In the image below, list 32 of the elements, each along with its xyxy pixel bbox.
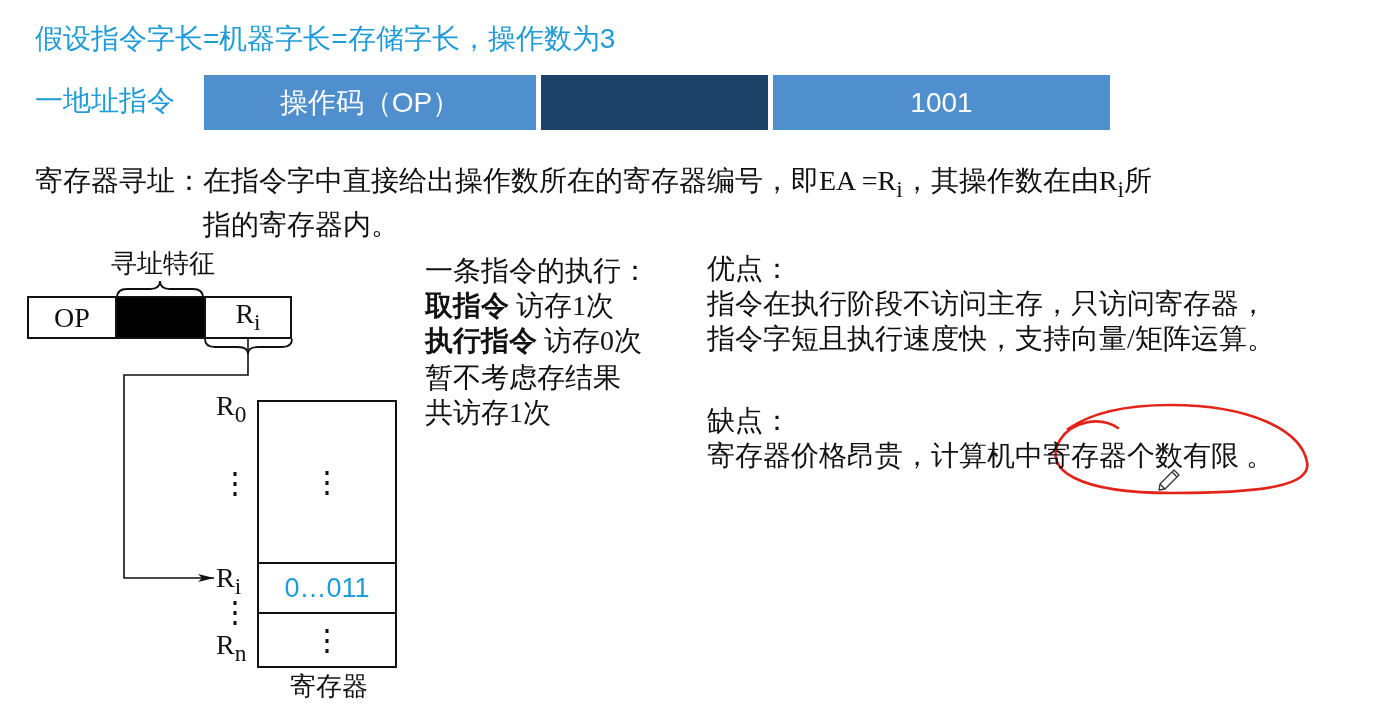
opcode-field <box>204 75 536 130</box>
list-item: 取指令 访存1次 <box>425 289 614 323</box>
list-item: 共访存1次 <box>425 396 551 430</box>
list-item: 暂不考虑存结果 <box>425 361 621 395</box>
register-value: 0…011 <box>284 572 370 605</box>
field-label: 操作码（OP） <box>279 85 461 120</box>
row-label: 一地址指令 <box>35 84 175 118</box>
section-heading: 优点： <box>707 252 791 286</box>
field-label: R$_{i}$ <box>235 296 261 337</box>
vertical-ellipsis: ⋮ <box>220 597 250 627</box>
register-file-caption: 寄存器 <box>289 671 369 703</box>
address-field <box>773 75 1110 130</box>
address-field <box>541 75 768 130</box>
body-text: 指令在执行阶段不访问主存，只访问寄存器，指令字短且执行速度快，支持向量/矩阵运算。 <box>707 287 1276 356</box>
list-item: 执行指令 访存0次 <box>425 324 642 358</box>
definition-text: 寄存器寻址：在指令字中直接给出操作数所在的寄存器编号，即EA =R$_{i}$，其操作数在由R$_{i}$所指的寄存器内。 <box>35 164 1153 242</box>
field-label: 1001 <box>910 85 973 120</box>
list-heading: 一条指令的执行： <box>425 254 649 288</box>
register-label: R$_{0}$ <box>216 390 247 429</box>
field-label: OP <box>54 300 90 335</box>
section-heading: 缺点： <box>707 404 791 438</box>
register-label: R$_{i}$ <box>216 562 250 594</box>
vertical-ellipsis: ⋮ <box>220 468 250 498</box>
arrow <box>123 338 249 582</box>
register-label: R$_{n}$ <box>216 629 247 668</box>
register-field <box>204 296 292 339</box>
brace-label: 寻址特征 <box>110 248 216 280</box>
register-cell <box>259 562 395 614</box>
slide-title: 假设指令字长=机器字长=存储字长，操作数为3 <box>35 22 616 56</box>
vertical-ellipsis: ⋮ <box>312 625 342 655</box>
opcode-field <box>27 296 117 339</box>
vertical-ellipsis: ⋮ <box>312 467 342 497</box>
